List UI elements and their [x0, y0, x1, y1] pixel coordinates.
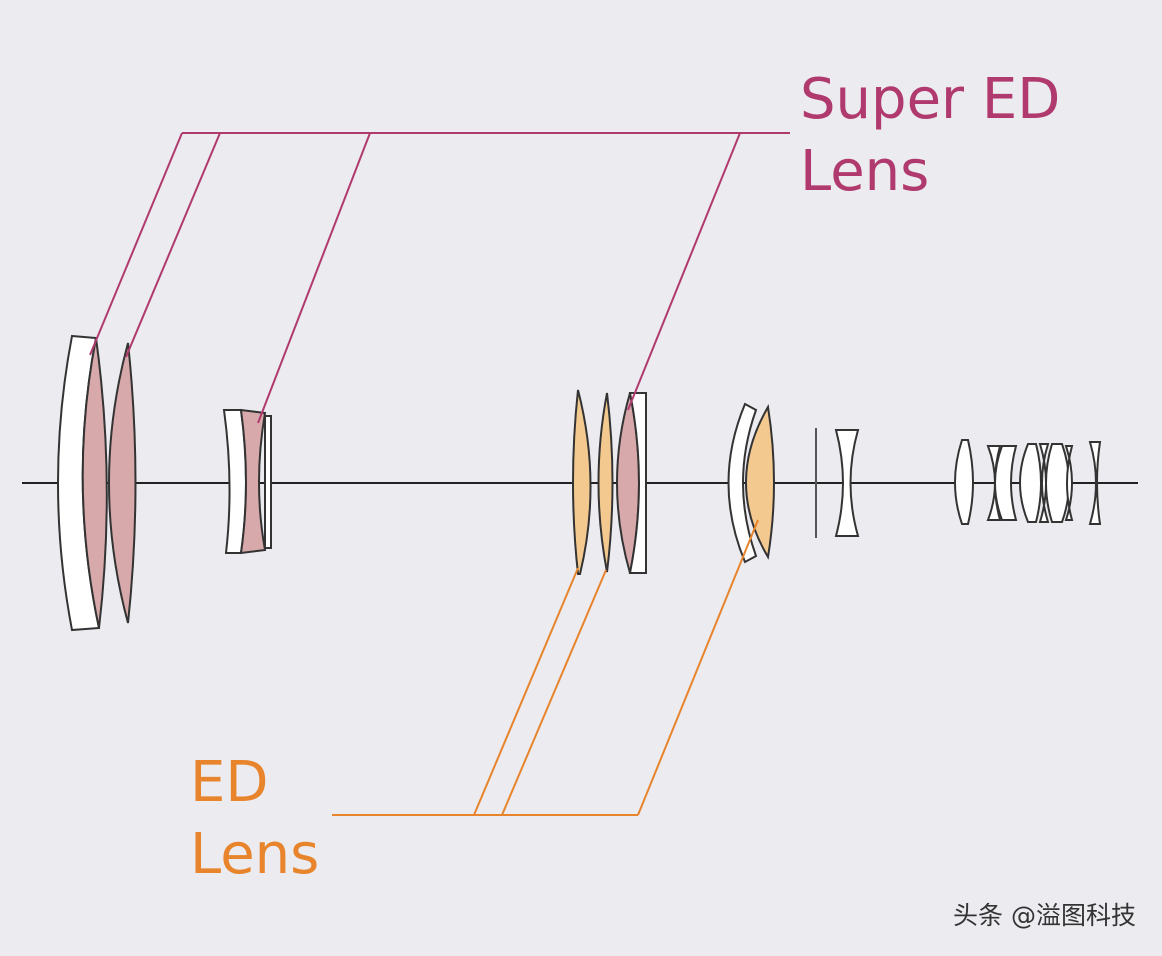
lens-second-2-super-ed [239, 408, 267, 555]
ed-lens-label: ED Lens [190, 747, 319, 891]
lens-rear-4 [1019, 443, 1042, 523]
super-ed-leader-4 [627, 132, 741, 411]
lens-group-fourth [727, 402, 775, 564]
ed-leader-3 [637, 519, 759, 816]
lens-group-rear [954, 439, 1102, 525]
super-ed-leader-2 [125, 132, 221, 358]
ed-label-line1: ED [190, 750, 269, 815]
lens-third-2-ed [597, 392, 614, 573]
lens-second-3 [264, 415, 272, 549]
lens-group-fifth [834, 429, 860, 537]
ed-label-line2: Lens [190, 822, 320, 887]
ed-leaders [332, 519, 759, 816]
lens-group-third [572, 389, 647, 575]
lens-rear-8 [1088, 441, 1102, 525]
super-ed-label-line2: Lens [800, 139, 930, 204]
lens-fourth-2-ed [745, 404, 775, 560]
super-ed-lens-label: Super ED Lens [800, 64, 1060, 208]
super-ed-leaders [89, 132, 790, 424]
ed-leader-2 [501, 569, 607, 816]
lens-front-2-super-ed [81, 337, 108, 629]
lens-third-4 [628, 392, 647, 574]
lens-rear-7 [1064, 445, 1074, 521]
lens-fifth-1 [834, 429, 860, 537]
lens-third-1-ed [572, 389, 592, 575]
lens-rear-3 [994, 445, 1018, 521]
ed-leader-1 [473, 567, 579, 816]
lens-rear-1 [954, 439, 974, 525]
lens-fourth-1 [727, 402, 758, 564]
lens-group-front [57, 334, 137, 632]
lens-group-second [222, 408, 272, 555]
super-ed-leader-3 [257, 132, 371, 424]
super-ed-leader-1 [89, 132, 183, 356]
lens-rear-5 [1038, 443, 1050, 523]
lens-front-3-super-ed [108, 342, 137, 624]
lens-rear-6 [1045, 443, 1070, 523]
watermark: 头条 @溢图科技 [953, 901, 1136, 930]
super-ed-label-line1: Super ED [800, 67, 1061, 132]
